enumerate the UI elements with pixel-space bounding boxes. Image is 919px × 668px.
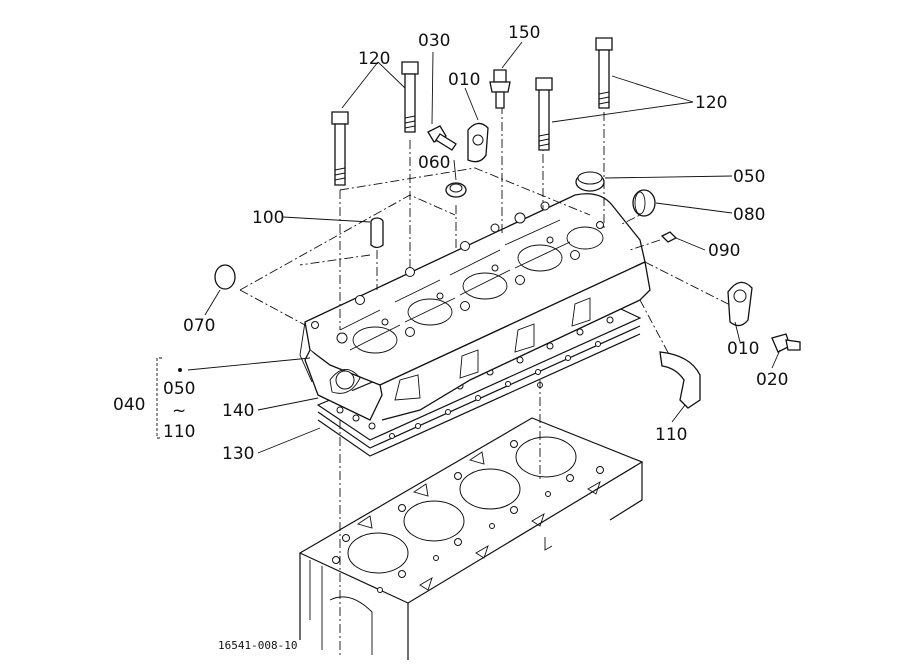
leader-dot [178, 368, 182, 372]
clip-090 [660, 231, 678, 243]
label-110-group: 110 [163, 422, 195, 442]
cylinder-head [299, 193, 651, 421]
part-labels: 120 030 150 010 120 060 050 080 100 090 … [113, 23, 788, 652]
hanger-bolt [771, 333, 801, 353]
label-050-right: 050 [733, 167, 765, 187]
label-050-group: 050 [163, 379, 195, 399]
label-040: 040 [113, 395, 145, 415]
head-bolt [535, 77, 553, 151]
label-080: 080 [733, 205, 765, 225]
label-020: 020 [756, 370, 788, 390]
label-140: 140 [222, 401, 254, 421]
centerlines [239, 105, 741, 655]
seal-ring [445, 182, 467, 198]
label-120-left: 120 [358, 49, 390, 69]
label-tilde: ~ [172, 401, 186, 421]
label-010-right: 010 [727, 339, 759, 359]
label-100: 100 [252, 208, 284, 228]
head-bolt [331, 111, 349, 186]
engine-hanger [727, 281, 753, 327]
dowel-pin [370, 217, 384, 249]
cap-050 [575, 171, 605, 192]
label-010-top: 010 [448, 70, 480, 90]
label-070: 070 [183, 316, 215, 336]
cylinder-bore-1 [347, 532, 409, 574]
temperature-sensor [489, 69, 511, 109]
label-120-right: 120 [695, 93, 727, 113]
label-110-right: 110 [655, 425, 687, 445]
engine-block [298, 417, 644, 660]
cylinder-bore-3 [459, 468, 521, 510]
flange-bolt [427, 125, 457, 151]
engine-hanger [467, 122, 489, 163]
leader-lines [187, 41, 781, 454]
label-030: 030 [418, 31, 450, 51]
cylinder-bore-4 [515, 436, 577, 478]
label-060: 060 [418, 153, 450, 173]
drawing-code: 16541-008-10 [218, 639, 297, 652]
label-090: 090 [708, 241, 740, 261]
cover-110 [659, 351, 701, 409]
plug-080 [632, 189, 656, 217]
head-bolt [401, 61, 419, 133]
label-130: 130 [222, 444, 254, 464]
head-bolt [595, 37, 613, 109]
plug-070 [214, 264, 236, 290]
group-bracket [156, 357, 162, 439]
label-150: 150 [508, 23, 540, 43]
cylinder-bore-2 [403, 500, 465, 542]
